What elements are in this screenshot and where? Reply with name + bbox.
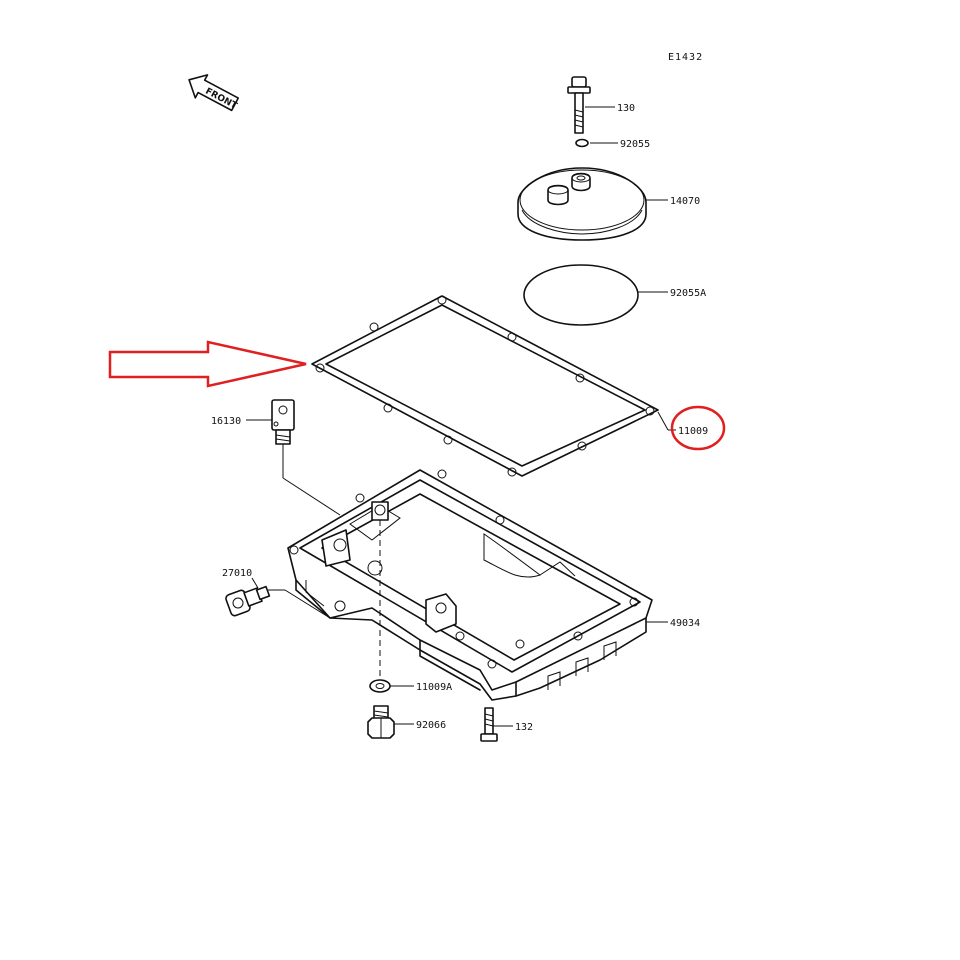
part-number-27010: 27010 — [222, 568, 252, 579]
filter-cover-14070[interactable] — [517, 167, 647, 241]
part-number-92055A: 92055A — [670, 288, 706, 299]
drain-plug-92066[interactable] — [367, 705, 395, 739]
part-number-11009: 11009 — [678, 426, 708, 437]
highlight-arrow-icon — [108, 340, 307, 388]
part-number-130: 130 — [617, 103, 635, 114]
part-number-92066: 92066 — [416, 720, 446, 731]
temperature-switch-27010[interactable] — [225, 585, 271, 617]
part-number-92055: 92055 — [620, 139, 650, 150]
diagram-reference: E1432 — [668, 52, 703, 63]
o-ring-92055A[interactable] — [523, 264, 639, 326]
part-number-16130: 16130 — [211, 416, 241, 427]
oil-pan-49034[interactable] — [287, 469, 653, 701]
part-number-49034: 49034 — [670, 618, 700, 629]
part-number-11009A: 11009A — [416, 682, 452, 693]
gasket-11009[interactable] — [311, 295, 659, 477]
front-arrow-icon: FRONT — [188, 74, 239, 112]
part-number-14070: 14070 — [670, 196, 700, 207]
pan-bolt-132[interactable] — [480, 707, 498, 742]
bolt-130[interactable] — [567, 76, 591, 134]
highlight-circle — [670, 405, 726, 451]
o-ring-92055[interactable] — [575, 138, 589, 148]
pressure-switch-16130[interactable] — [271, 399, 295, 445]
drain-washer-11009A[interactable] — [369, 679, 391, 693]
part-number-132: 132 — [515, 722, 533, 733]
